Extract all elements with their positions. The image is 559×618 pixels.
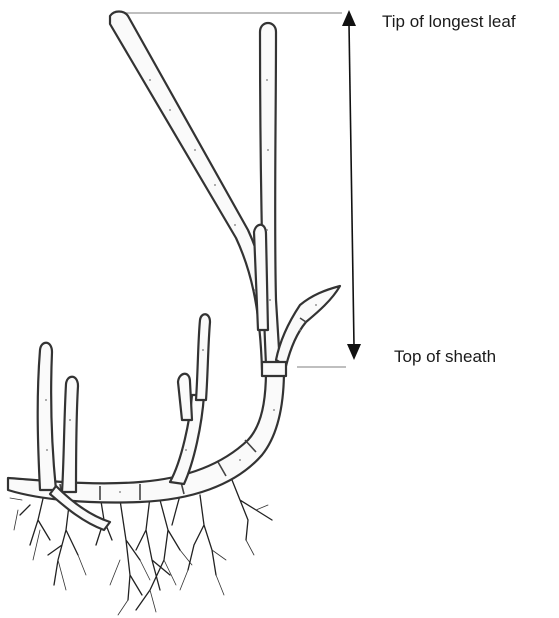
arrowhead-up-icon	[342, 10, 356, 26]
leaf-sheath	[262, 362, 286, 376]
leaf-longest	[110, 12, 276, 371]
top-of-sheath-label: Top of sheath	[394, 347, 496, 367]
leaf-mid-2	[178, 374, 192, 420]
tip-of-longest-leaf-label: Tip of longest leaf	[382, 12, 516, 32]
seagrass-plant-icon	[8, 12, 340, 616]
leaf-left-2	[62, 377, 78, 492]
leaf-mid-3	[196, 314, 210, 400]
leaf-left-1	[38, 343, 56, 490]
measurement-arrow	[342, 10, 361, 360]
arrowhead-down-icon	[347, 344, 361, 360]
leaf-right	[276, 286, 340, 366]
leaf-short	[254, 225, 268, 330]
